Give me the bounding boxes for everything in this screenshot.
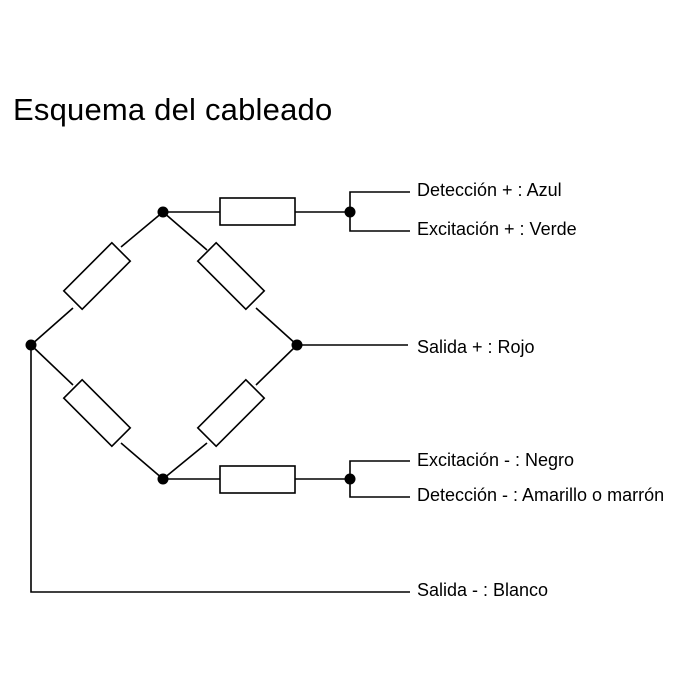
label-output-minus: Salida - : Blanco <box>417 580 548 600</box>
page-title: Esquema del cableado <box>13 92 333 127</box>
bridge-wire <box>120 442 164 480</box>
label-output-plus: Salida + : Rojo <box>417 337 535 357</box>
bridge-wire <box>30 344 74 386</box>
node-top-split <box>344 206 356 218</box>
excitation-plus-wire <box>349 212 410 232</box>
bridge-wire <box>30 307 74 346</box>
node-bottom-split <box>344 473 356 485</box>
node-top <box>157 206 169 218</box>
bridge-wire <box>162 211 208 251</box>
resistor-lower-right <box>196 378 266 448</box>
label-excitation-minus: Excitación - : Negro <box>417 450 574 470</box>
label-sense-minus: Detección - : Amarillo o marrón <box>417 485 664 505</box>
resistor-lower-left <box>62 378 132 448</box>
label-excitation-plus: Excitación + : Verde <box>417 219 577 239</box>
output-minus-wire <box>30 345 410 593</box>
bridge-wire <box>162 442 208 480</box>
resistor-bottom-compensation <box>219 465 296 494</box>
bridge-wire <box>120 211 164 248</box>
resistor-upper-right <box>196 241 266 311</box>
excitation-minus-wire <box>349 460 410 479</box>
sense-plus-wire <box>349 191 410 212</box>
node-right <box>291 339 303 351</box>
resistor-upper-left <box>62 241 132 311</box>
bridge-wire <box>255 307 298 346</box>
node-left <box>25 339 37 351</box>
node-bottom <box>157 473 169 485</box>
sense-minus-wire <box>349 479 410 498</box>
resistor-top-compensation <box>219 197 296 226</box>
label-sense-plus: Detección + : Azul <box>417 180 562 200</box>
bridge-wire <box>255 344 298 386</box>
